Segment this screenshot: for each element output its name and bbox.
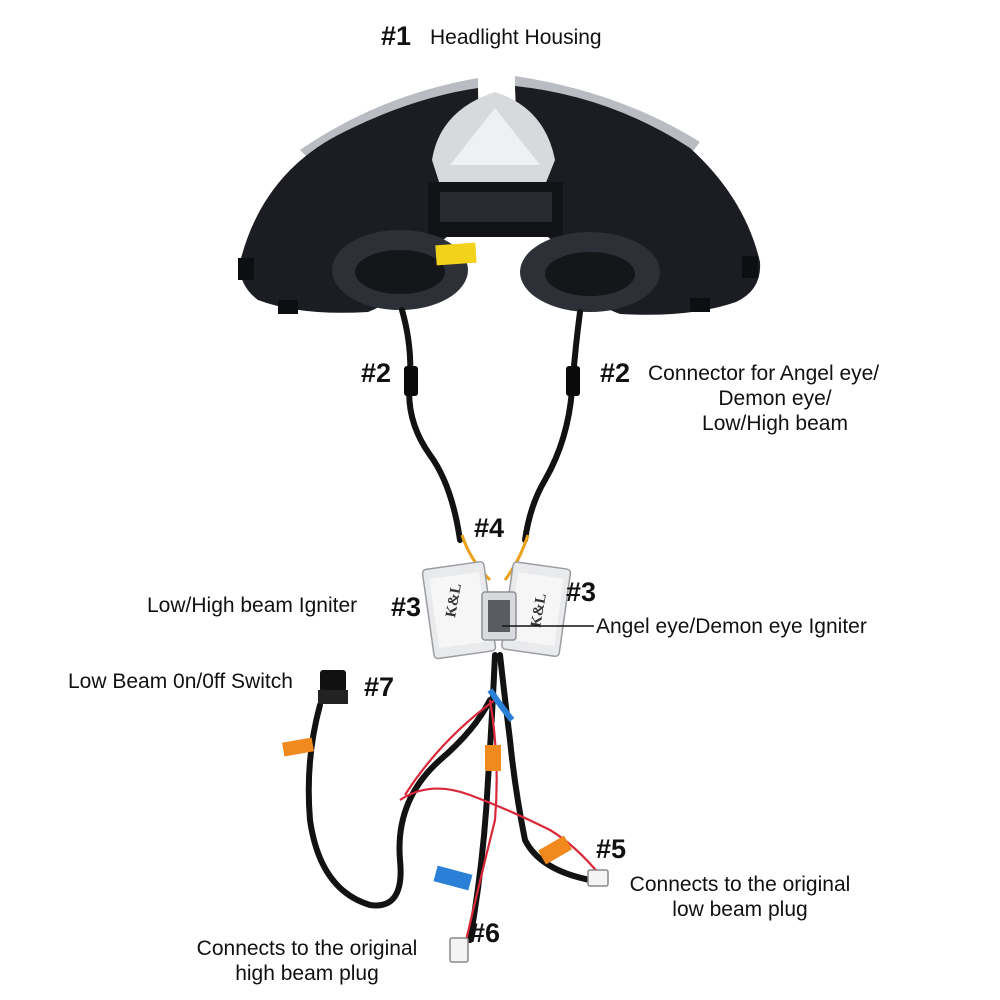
connector-right-number: #2 bbox=[600, 358, 631, 388]
high-plug-label-line1: Connects to the original bbox=[196, 937, 418, 960]
low-plug-label-line1: Connects to the original bbox=[629, 873, 851, 896]
igniter-right bbox=[501, 561, 572, 657]
low-beam-label-tag bbox=[538, 835, 572, 865]
center-label-tag bbox=[485, 745, 501, 771]
housing-number: #1 bbox=[381, 21, 412, 51]
high-beam-label-tag bbox=[433, 865, 473, 891]
high-plug-number: #6 bbox=[470, 918, 501, 948]
igniter-right-number: #3 bbox=[566, 577, 597, 607]
splitter-number: #4 bbox=[474, 513, 505, 543]
left-connector bbox=[404, 366, 418, 396]
right-harness bbox=[522, 309, 583, 543]
connector-label-line3: Low/High beam bbox=[702, 412, 848, 435]
igniter-left-number: #3 bbox=[391, 592, 422, 622]
low-plug-number: #5 bbox=[596, 834, 627, 864]
igniter-center bbox=[481, 591, 517, 641]
right-connector bbox=[566, 366, 580, 396]
connector-label-line1: Connector for Angel eye/ bbox=[648, 362, 880, 385]
low-beam-plug bbox=[587, 869, 609, 887]
igniter-right-logo: K&L bbox=[528, 592, 550, 628]
connector-label-line2: Demon eye/ bbox=[718, 387, 832, 410]
high-plug-label-line2: high beam plug bbox=[235, 962, 379, 985]
red-wires bbox=[399, 699, 601, 946]
left-harness bbox=[399, 307, 463, 543]
switch-cable bbox=[305, 697, 493, 909]
headlight-housing bbox=[238, 76, 761, 315]
switch-label: Low Beam 0n/0ff Switch bbox=[68, 670, 293, 693]
low-beam-cable bbox=[497, 652, 593, 883]
igniter-left-logo: K&L bbox=[443, 582, 465, 618]
low-plug-label-line2: low beam plug bbox=[672, 898, 808, 921]
igniter-right-label: Angel eye/Demon eye Igniter bbox=[596, 615, 867, 638]
low-beam-switch bbox=[318, 670, 348, 704]
housing-label: Headlight Housing bbox=[430, 26, 602, 49]
switch-label-tag bbox=[282, 737, 314, 757]
igniter-left-label: Low/High beam Igniter bbox=[147, 594, 358, 617]
blue-connector bbox=[487, 688, 515, 722]
yellow-wires bbox=[460, 534, 530, 582]
switch-number: #7 bbox=[364, 672, 395, 702]
warning-sticker bbox=[435, 242, 477, 266]
connector-left-number: #2 bbox=[361, 358, 392, 388]
high-beam-plug bbox=[449, 937, 469, 963]
igniter-left bbox=[421, 561, 497, 660]
